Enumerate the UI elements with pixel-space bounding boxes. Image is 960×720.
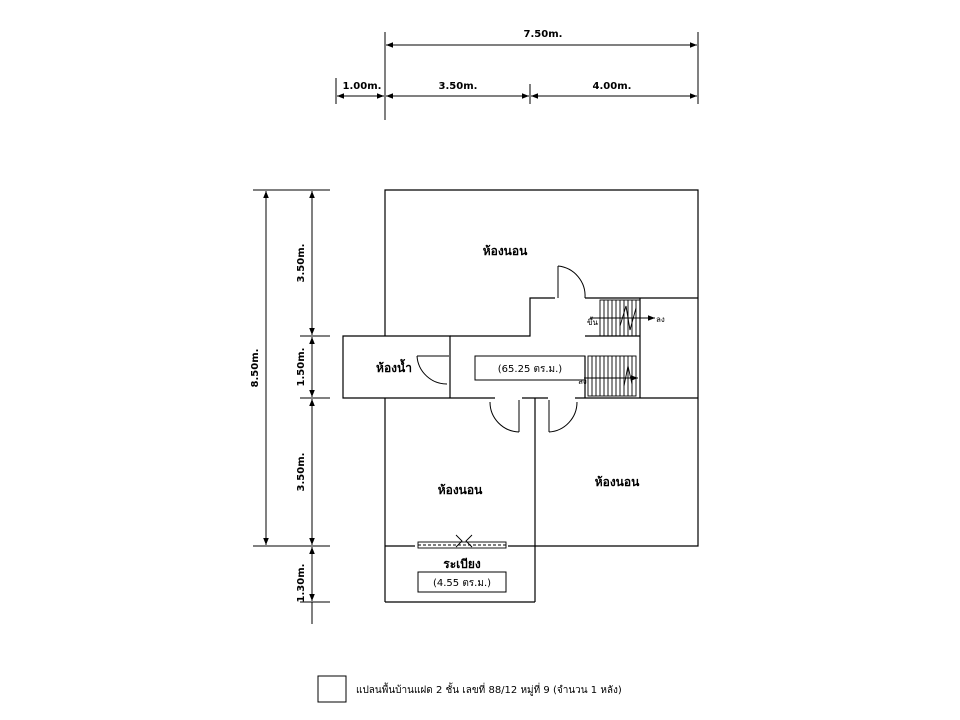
doors xyxy=(416,265,586,433)
balcony-sliding-door xyxy=(417,534,507,549)
area-box-main xyxy=(474,355,586,381)
dim-left-total: 8.50m. xyxy=(250,349,261,388)
dim-top-right: 4.00m. xyxy=(593,81,632,92)
exterior-wall xyxy=(384,189,699,398)
stair-down-label-lower: ลง xyxy=(578,377,587,386)
door-left-bedroom xyxy=(489,400,520,433)
dim-left-top: 3.50m. xyxy=(296,244,307,283)
bathroom-wall xyxy=(342,335,385,399)
top-bedroom-south-wall xyxy=(450,297,555,337)
left-dimensions xyxy=(253,189,330,624)
stair-down-label-upper: ลง xyxy=(656,315,665,324)
dim-top-left: 3.50m. xyxy=(439,81,478,92)
dim-left-bottom: 3.50m. xyxy=(296,453,307,492)
stair-lower xyxy=(584,355,638,397)
door-bathroom xyxy=(416,355,449,385)
room-label-balcony: ระเบียง xyxy=(443,557,481,571)
area-box-balcony xyxy=(417,571,507,593)
dim-top-total: 7.50m. xyxy=(524,29,563,40)
dim-left-balcony: 1.30m. xyxy=(296,564,307,603)
area-balcony: (4.55 ตร.ม.) xyxy=(433,578,491,589)
area-main: (65.25 ตร.ม.) xyxy=(498,364,563,375)
dim-left-middle: 1.50m. xyxy=(296,348,307,387)
room-label-bedroom-left: ห้องนอน xyxy=(438,483,483,497)
legend-swatch xyxy=(317,675,347,703)
walls xyxy=(342,189,699,603)
stair-break-line xyxy=(623,365,633,387)
top-dimensions xyxy=(335,32,699,120)
room-label-bedroom-right: ห้องนอน xyxy=(595,475,640,489)
right-bedroom-wall xyxy=(535,398,699,547)
room-label-bedroom-top: ห้องนอน xyxy=(483,244,528,258)
stair-upper xyxy=(590,299,655,337)
door-top-bedroom xyxy=(557,265,586,299)
stair-up-label: ขึ้น xyxy=(587,316,598,327)
legend-caption: แปลนพื้นบ้านแฝด 2 ชั้น เลขที่ 88/12 หมู่… xyxy=(356,682,622,696)
stair-break-line xyxy=(619,305,637,331)
dim-top-overhang: 1.00m. xyxy=(343,81,382,92)
room-label-bathroom: ห้องน้ำ xyxy=(376,358,412,375)
door-right-bedroom xyxy=(548,400,578,433)
